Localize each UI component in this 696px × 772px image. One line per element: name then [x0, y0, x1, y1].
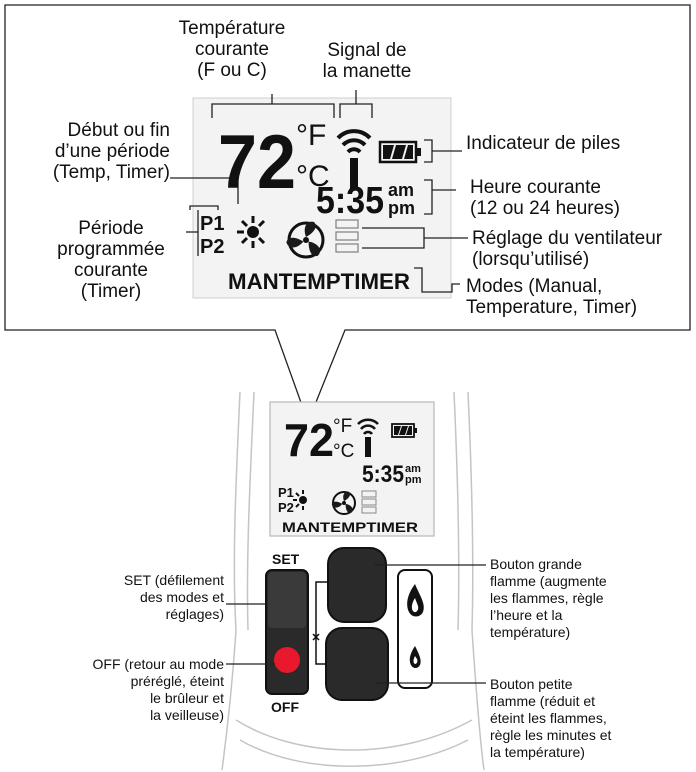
lcd-p1-large: P1 — [200, 213, 224, 235]
signal-icon-small — [357, 418, 379, 457]
lcd-am-large: am — [388, 180, 414, 200]
callout-frame — [4, 4, 691, 424]
label-current-time: Heure courante (12 ou 24 heures) — [470, 177, 620, 219]
label-small-flame-desc: Bouton petite flamme (réduit et éteint l… — [490, 676, 612, 760]
set-off-rocker[interactable] — [265, 569, 309, 695]
lcd-unit-c-small: °C — [333, 441, 354, 462]
sun-moon-icon-large — [237, 216, 281, 248]
temp-bracket — [211, 103, 335, 118]
label-current-temperature: Température courante (F ou C) — [178, 18, 286, 81]
lcd-temperature-small: 72 — [284, 414, 334, 466]
battery-icon-small — [391, 423, 417, 438]
lcd-temperature-large: 72 — [218, 120, 296, 205]
label-big-flame-desc: Bouton grande flamme (augmente les flamm… — [490, 556, 607, 640]
lcd-time-large: 5:35 — [316, 180, 384, 222]
battery-icon-large — [378, 140, 421, 164]
lcd-p1-small: P1 — [278, 485, 294, 500]
label-set-desc: SET (défilement des modes et réglages) — [123, 572, 224, 622]
label-remote-signal: Signal de la manette — [322, 40, 412, 82]
off-label: OFF — [271, 699, 299, 715]
fan-level-bars-small — [361, 490, 377, 514]
signal-icon-large — [336, 129, 372, 190]
label-battery-indicator: Indicateur de piles — [466, 133, 621, 154]
lcd-modes-small: MANTEMPTIMER — [282, 519, 418, 535]
lcd-pm-small: pm — [405, 474, 422, 486]
lcd-p2-small: P2 — [278, 500, 294, 515]
fan-icon-small — [331, 491, 356, 515]
lcd-pm-large: pm — [388, 198, 415, 218]
remote-body — [221, 391, 485, 771]
flame-button-group — [312, 547, 433, 701]
small-flame-button[interactable] — [325, 627, 389, 701]
label-modes: Modes (Manual, Temperature, Timer) — [466, 276, 638, 318]
lcd-am-small: am — [405, 463, 421, 475]
lcd-unit-f-large: °F — [296, 119, 326, 152]
lcd-unit-f-small: °F — [333, 416, 352, 437]
off-button[interactable] — [274, 647, 300, 673]
lcd-modes-large: MANTEMPTIMER — [228, 269, 410, 294]
lcd-time-small: 5:35 — [362, 461, 404, 488]
flame-icon-small — [409, 646, 421, 668]
big-flame-button[interactable] — [327, 547, 387, 623]
lcd-p2-large: P2 — [200, 236, 224, 258]
set-label: SET — [272, 551, 300, 567]
label-period-start-end: Début ou fin d’une période (Temp, Timer) — [52, 120, 170, 183]
label-off-desc: OFF (retour au mode préréglé, éteint le … — [92, 656, 225, 723]
lcd-unit-c-large: °C — [296, 160, 330, 193]
label-fan-setting: Réglage du ventilateur (lorsqu’utilisé) — [472, 228, 663, 270]
fan-level-bars-large — [335, 219, 359, 253]
flame-icon-large — [407, 584, 424, 617]
lcd-zoom-panel — [192, 97, 452, 299]
sun-moon-icon-small — [293, 490, 320, 510]
fan-icon-large — [285, 221, 325, 259]
label-current-period: Période programmée courante (Timer) — [57, 218, 165, 302]
